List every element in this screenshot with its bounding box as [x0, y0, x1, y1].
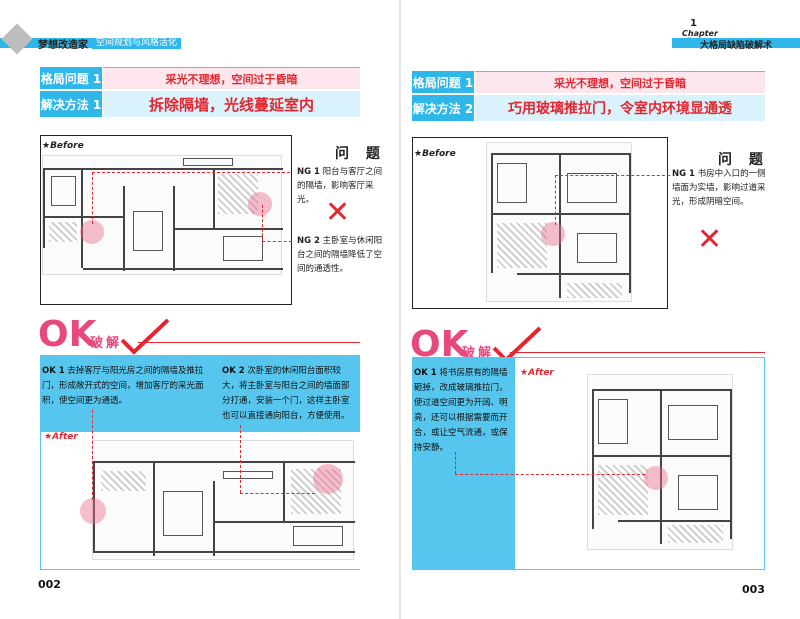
left-row2-value: 拆除隔墙，光线蔓延室内	[103, 91, 360, 117]
right-ok1: OK 1 将书房原有的隔墙砸掉，改成玻璃推拉门，使过道空间更为开阔、明亮，还可以…	[414, 366, 512, 456]
right-after-tag: ★After	[520, 368, 554, 378]
page-spine	[399, 0, 401, 619]
right-ok1-text: 将书房原有的隔墙砸掉，改成玻璃推拉门，使过道空间更为开阔、明亮，还可以根据需要而…	[414, 368, 508, 453]
left-ok-rule	[138, 342, 360, 343]
left-before-marker-2	[248, 192, 272, 216]
right-ng1-label: NG 1	[672, 169, 695, 179]
left-ng1-text: 阳台与客厅之间的隔墙，影响客厅采光。	[297, 167, 383, 205]
right-ok-leader	[455, 474, 645, 475]
left-after-frame	[40, 432, 360, 570]
right-before-plan	[486, 142, 632, 302]
left-ok2-leader-h	[240, 493, 315, 494]
right-ng-leader	[555, 175, 670, 176]
left-header-band	[0, 38, 170, 48]
left-header-sub: 空间规划与风格活化	[92, 38, 182, 49]
left-ok2-text: 次卧室的休闲阳台面积较大，将主卧室与阳台之间的墙面部分打通，安装一个门，这样主卧…	[222, 366, 350, 421]
left-check-icon	[120, 318, 170, 355]
right-before-tag: ★Before	[414, 149, 456, 159]
right-ok-leader-v	[455, 452, 456, 474]
left-before-plan	[42, 155, 283, 275]
right-header-chapter-no: 1	[690, 18, 697, 29]
right-ok-panel	[412, 357, 515, 570]
left-ok2: OK 2 次卧室的休闲阳台面积较大，将主卧室与阳台之间的墙面部分打通，安装一个门…	[222, 364, 356, 424]
left-row1-label: 格局问题 1	[40, 67, 102, 89]
right-after-marker-1	[644, 466, 668, 490]
right-row2-value: 巧用玻璃推拉门，令室内环境显通透	[475, 95, 765, 121]
left-row1-value: 采光不理想，空间过于昏暗	[103, 67, 360, 89]
left-ng-leader-2	[262, 241, 292, 242]
right-ng-leader-v	[555, 175, 556, 225]
left-ok1-label: OK 1	[42, 366, 65, 376]
left-after-plan	[92, 440, 355, 560]
left-ng1: NG 1 阳台与客厅之间的隔墙，影响客厅采光。	[297, 165, 387, 207]
right-row2-label: 解决方法 2	[412, 95, 474, 121]
right-problem-title: 问 题	[718, 152, 769, 168]
right-header-band	[672, 38, 800, 48]
left-ng-leader-2v	[262, 205, 263, 241]
left-ng-leader-1	[92, 172, 290, 173]
left-cross-icon: ✕	[325, 195, 351, 230]
left-page-number: 002	[38, 578, 61, 591]
right-before-marker-1	[541, 222, 565, 246]
right-ng1: NG 1 书房中入口的一侧墙面为实墙，影响过道采光，形成阴暗空间。	[672, 167, 768, 209]
left-ok1-text: 去掉客厅与阳光房之间的隔墙及推拉门，形成敞开式的空间，增加客厅的采光面积，使空间…	[42, 366, 204, 406]
right-cross-icon: ✕	[697, 222, 723, 257]
right-header-chapter: Chapter	[682, 29, 718, 38]
left-ok-panel	[40, 355, 360, 432]
right-page-number: 003	[742, 583, 765, 596]
left-after-tag: ★After	[44, 432, 78, 442]
left-ok-small: 破解	[90, 336, 123, 351]
right-row1-label: 格局问题 1	[412, 71, 474, 93]
right-after-plan	[587, 374, 733, 550]
right-header-title: 大格局缺陷破解术	[700, 41, 773, 51]
left-ng-leader-1v	[92, 172, 93, 224]
left-ok-big: OK	[38, 314, 97, 355]
left-header-brand: 梦想改造家	[38, 40, 88, 51]
right-row1-value: 采光不理想，空间过于昏暗	[475, 71, 765, 93]
right-ok-rule	[510, 352, 765, 353]
left-row2-label: 解决方法 1	[40, 91, 102, 117]
left-before-marker-1	[80, 220, 104, 244]
left-ok2-leader	[240, 425, 241, 493]
left-after-marker-2	[313, 464, 343, 494]
right-header-num: 8	[684, 36, 694, 52]
left-header-corner	[1, 23, 33, 55]
left-ok1: OK 1 去掉客厅与阳光房之间的隔墙及推拉门，形成敞开式的空间，增加客厅的采光面…	[42, 364, 212, 409]
left-ng2: NG 2 主卧室与休闲阳台之间的隔墙降低了空间的通透性。	[297, 234, 387, 276]
left-after-marker-1	[80, 498, 106, 524]
left-ng1-label: NG 1	[297, 167, 320, 177]
left-ok1-leader	[92, 410, 93, 500]
left-before-tag: ★Before	[42, 141, 84, 151]
right-ng1-text: 书房中入口的一侧墙面为实墙，影响过道采光，形成阴暗空间。	[672, 169, 766, 207]
right-after-frame	[515, 357, 765, 570]
left-ng2-text: 主卧室与休闲阳台之间的隔墙降低了空间的通透性。	[297, 236, 383, 274]
left-problem-title: 问 题	[335, 146, 386, 162]
right-ok1-label: OK 1	[414, 368, 437, 378]
left-ok2-label: OK 2	[222, 366, 245, 376]
left-ng2-label: NG 2	[297, 236, 320, 246]
